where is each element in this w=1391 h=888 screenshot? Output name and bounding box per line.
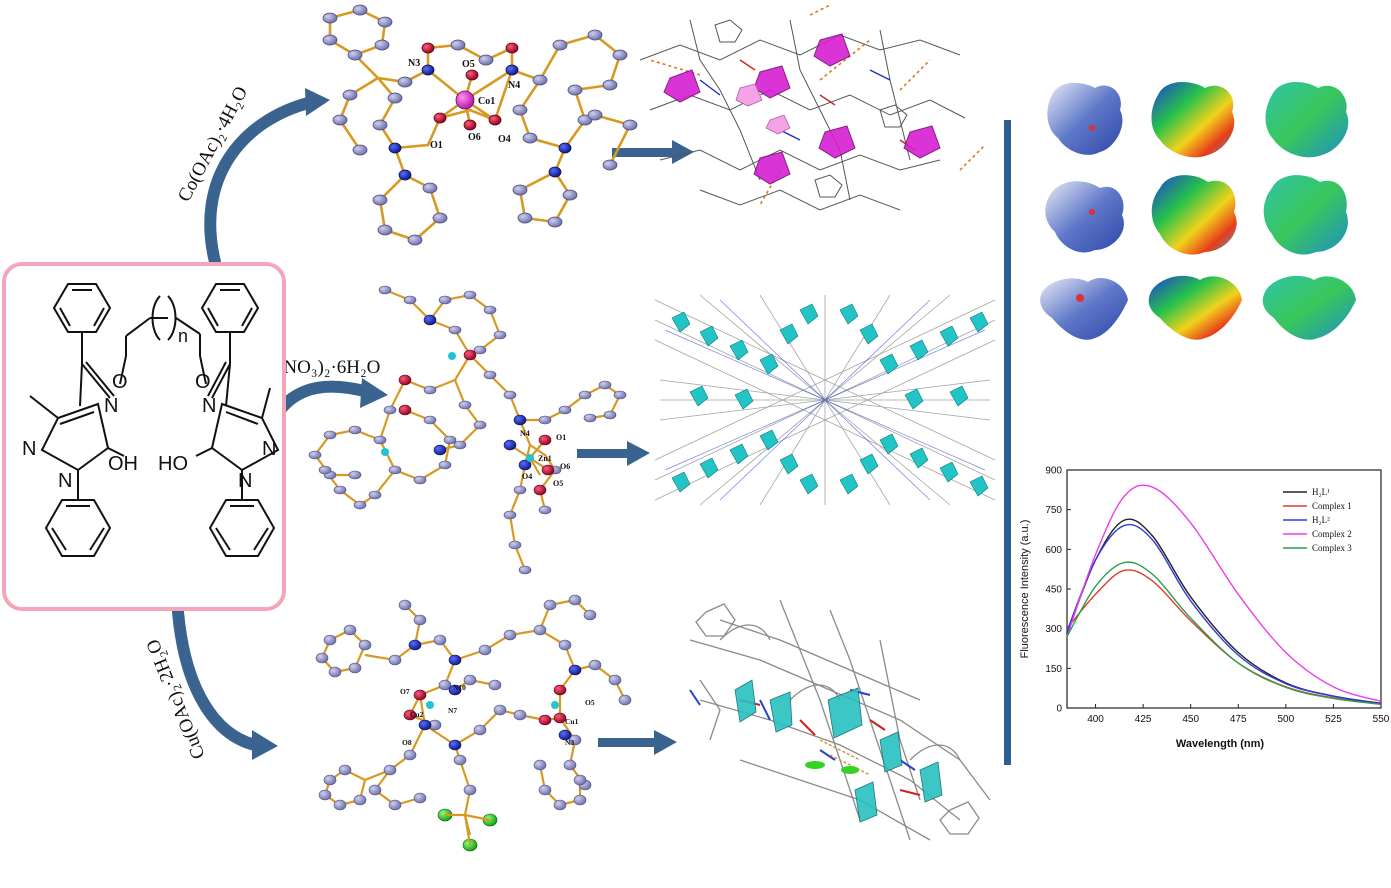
legend-label-1: H₂L¹	[1312, 487, 1330, 497]
arrow-to-zn-complex	[274, 380, 374, 416]
y-tick-label: 600	[1045, 545, 1062, 556]
co-complex-structure: N3 O5 N4 Co1 O6 O1 O4	[322, 4, 638, 246]
zn-label-o1: O1	[556, 433, 566, 442]
x-axis-ticks: 400 425 450 475 500 525 550	[1087, 704, 1390, 725]
arrow-cu-to-packing	[598, 730, 677, 755]
zn-label-zn1: Zn1	[538, 454, 552, 463]
panel-divider	[1004, 120, 1011, 765]
hirshfeld-dnorm-3	[1040, 278, 1128, 340]
zn-packing-structure	[654, 294, 996, 506]
chart-legend: H₂L¹ Complex 1 H₂L² Complex 2 Complex 3	[1283, 487, 1352, 553]
hirshfeld-shape-1	[1151, 82, 1235, 158]
hirshfeld-dnorm-1	[1047, 82, 1123, 155]
hirshfeld-shape-2	[1151, 175, 1237, 255]
reagent-zn-label: Zn(NO₃)₂·6H₂O	[256, 357, 380, 378]
y-tick-label: 750	[1045, 505, 1062, 516]
zn-complex-structure: N4 O1 Zn1 O6 O5 O4	[308, 285, 627, 575]
ligand-atom-labels: n O O N N OH HO N N N N	[22, 326, 276, 492]
cu2-metal-atom	[426, 701, 434, 709]
co-label-o6: O6	[468, 132, 481, 143]
series-line-3	[1066, 523, 1382, 705]
co-label-o4: O4	[498, 134, 511, 145]
legend-label-3: H₂L²	[1312, 515, 1330, 525]
ligand-pyrazole-left-n1: N	[22, 438, 36, 460]
hirshfeld-dnorm-2	[1045, 181, 1124, 253]
ligand-pyrazole-right-n2: N	[238, 470, 252, 492]
co-label-n4: N4	[508, 80, 520, 91]
co-metal-atom	[455, 90, 475, 110]
arrow-to-cu-complex	[172, 606, 261, 751]
zn-metal-atom	[526, 454, 534, 462]
ligand-o-left: O	[112, 371, 128, 393]
chart-xlabel: Wavelength (nm)	[1176, 738, 1265, 750]
cu-complex-structure: N10 O7 Cu2 N7 O8 O5 Cu1 N3	[315, 594, 632, 852]
ligand-n-subscript: n	[178, 326, 188, 346]
cu-label-o5: O5	[585, 698, 595, 707]
zn-label-o4: O4	[522, 472, 532, 481]
cu-packing-structure	[689, 599, 991, 841]
x-tick-label: 425	[1135, 714, 1152, 725]
chart-series	[1066, 484, 1382, 705]
legend-label-2: Complex 1	[1312, 501, 1352, 511]
zn-label-n4: N4	[520, 429, 530, 438]
y-axis-ticks: 0 150 300 450 600 750 900	[1045, 466, 1071, 715]
ligand-pyrazole-left-n2: N	[58, 470, 72, 492]
zn-label-o5: O5	[553, 479, 563, 488]
series-line-5	[1066, 561, 1382, 705]
ligand-o-right: O	[195, 371, 211, 393]
cu-label-cu2: Cu2	[410, 710, 424, 719]
hirshfeld-surfaces	[1040, 82, 1356, 340]
fluorescence-chart: 0 150 300 450 600 750 900 400 425 450 475 500 525 55…	[1019, 466, 1390, 751]
hirshfeld-curv-2	[1263, 175, 1348, 255]
reaction-arrows	[172, 88, 694, 760]
x-tick-label: 475	[1230, 714, 1247, 725]
cu-label-o8: O8	[402, 738, 412, 747]
cu1-metal-atom	[551, 701, 559, 709]
ligand-structure	[29, 283, 280, 557]
arrow-to-co-complex	[204, 96, 318, 268]
x-tick-label: 500	[1278, 714, 1295, 725]
chart-ylabel: Fluorescence Intensity (a.u.)	[1019, 520, 1031, 659]
ligand-frame	[2, 262, 286, 611]
co-label-o5: O5	[462, 59, 475, 70]
cu-label-o7: O7	[400, 687, 410, 696]
ligand-n-left: N	[104, 395, 118, 417]
hirshfeld-curv-1	[1265, 82, 1349, 158]
y-tick-label: 0	[1056, 704, 1062, 715]
co-label-o1: O1	[430, 140, 443, 151]
legend-label-5: Complex 3	[1312, 543, 1352, 553]
hirshfeld-curv-3	[1262, 275, 1356, 340]
y-tick-label: 300	[1045, 624, 1062, 635]
series-line-4	[1066, 484, 1382, 703]
zn-label-o6: O6	[560, 462, 570, 471]
arrow-co-to-packing	[612, 140, 694, 164]
series-line-2	[1066, 569, 1382, 705]
y-tick-label: 900	[1045, 466, 1062, 477]
ligand-ho-right: HO	[158, 453, 188, 475]
ligand-oh-left: OH	[108, 453, 138, 475]
hirshfeld-shape-3	[1148, 275, 1242, 340]
x-tick-label: 400	[1087, 714, 1104, 725]
cu-label-cu1: Cu1	[565, 717, 579, 726]
x-tick-label: 525	[1325, 714, 1342, 725]
ligand-n-right: N	[202, 395, 216, 417]
ligand-pyrazole-right-n1: N	[262, 438, 276, 460]
cu-label-n3: N3	[565, 738, 574, 747]
arrow-head-co	[305, 88, 330, 116]
legend-label-4: Complex 2	[1312, 529, 1352, 539]
y-tick-label: 150	[1045, 664, 1062, 675]
co-label-co1: Co1	[478, 96, 495, 107]
co-packing-structure	[639, 4, 986, 211]
cu-label-n10: N10	[453, 683, 466, 692]
arrow-head-zn	[360, 378, 388, 408]
cu-label-n7: N7	[448, 706, 457, 715]
arrow-head-cu	[252, 730, 278, 760]
co-label-n3: N3	[408, 58, 420, 69]
y-tick-label: 450	[1045, 585, 1062, 596]
arrow-zn-to-packing	[577, 441, 650, 466]
x-tick-label: 450	[1182, 714, 1199, 725]
x-tick-label: 550	[1373, 714, 1390, 725]
